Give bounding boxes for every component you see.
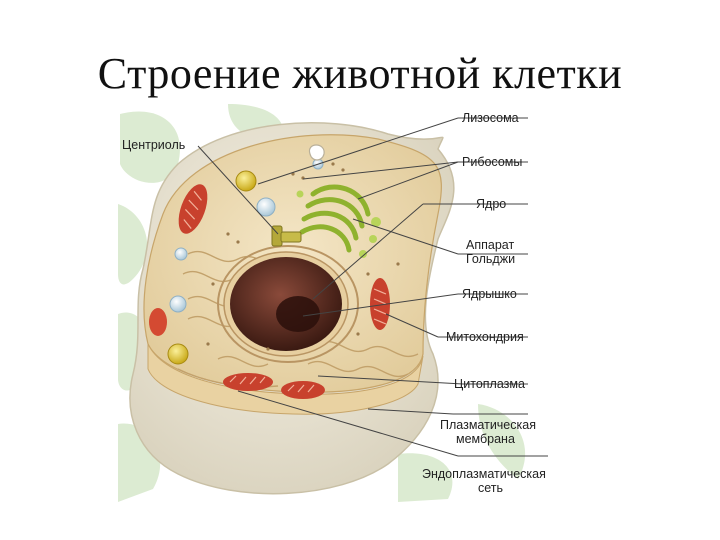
centriole <box>271 225 302 247</box>
label-membrane-line1: Плазматическая <box>440 418 536 432</box>
label-nucleus: Ядро <box>476 197 507 211</box>
nucleolus <box>276 296 320 332</box>
lysosome <box>235 170 257 192</box>
label-golgi-line2: Гольджи <box>466 252 516 266</box>
background-leaves <box>118 104 526 502</box>
golgi-apparatus <box>299 184 371 253</box>
nuclear-envelope-outer <box>217 245 359 363</box>
label-cytoplasm: Цитоплазма <box>454 377 525 391</box>
label-centriole: Центриоль <box>122 138 186 152</box>
leader-lines <box>197 117 548 457</box>
golgi-vesicles <box>296 190 381 258</box>
vesicle-3 <box>169 295 187 313</box>
pinocytic-vesicle <box>308 144 325 161</box>
ribosomes <box>206 162 400 351</box>
cell-diagram: Центриоль Лизосома Рибосомы Ядро Аппарат… <box>118 104 568 504</box>
label-nucleolus: Ядрышко <box>462 287 517 301</box>
label-er-line2: сеть <box>478 481 504 495</box>
label-ribosomes: Рибосомы <box>462 155 523 169</box>
mitochondria <box>149 184 390 399</box>
cell-illustration <box>118 104 548 502</box>
vesicle <box>256 197 276 217</box>
label-er-line1: Эндоплазматическая <box>422 467 546 481</box>
label-golgi-line1: Аппарат <box>466 238 515 252</box>
lysosome-2 <box>167 343 189 365</box>
vesicle-2 <box>174 247 188 261</box>
label-mitochondrion: Митохондрия <box>446 330 524 344</box>
label-membrane-line2: мембрана <box>456 432 515 446</box>
slide-title: Строение животной клетки <box>97 49 623 98</box>
label-lysosome: Лизосома <box>462 111 519 125</box>
